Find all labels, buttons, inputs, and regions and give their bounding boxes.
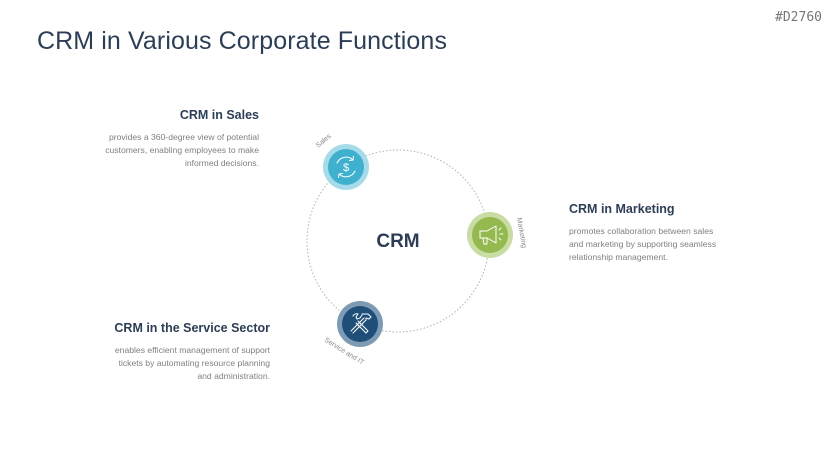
text-line: and marketing by supporting seamless [569,239,717,249]
center-label: CRM [376,231,419,252]
section-marketing: CRM in Marketing promotes collaboration … [569,202,749,264]
dollar-cycle-icon: $ [336,156,356,178]
text-line: promotes collaboration between sales [569,226,714,236]
page-title: CRM in Various Corporate Functions [37,27,448,55]
text-line: and administration. [197,371,270,381]
text-line: enables efficient management of support [114,345,270,355]
node-service: Service and IT [323,301,383,367]
megaphone-icon [479,225,504,245]
text-line: relationship management. [569,252,668,262]
section-sales-heading: CRM in Sales [179,108,259,122]
node-marketing-label: Marketing [515,217,527,249]
section-marketing-heading: CRM in Marketing [569,202,675,216]
section-sales: CRM in Sales provides a 360-degree view … [70,108,259,170]
section-service: CRM in the Service Sector enables effici… [80,321,270,383]
text-line: provides a 360-degree view of potential [108,132,259,142]
svg-text:$: $ [343,162,349,174]
node-sales-label: Sales [315,133,333,150]
slide-code: #D2760 [775,10,822,25]
section-service-heading: CRM in the Service Sector [114,321,270,335]
text-line: informed decisions. [184,158,259,168]
tools-icon [350,313,372,334]
node-marketing: Marketing [467,212,527,258]
node-sales-core [328,149,364,185]
section-sales-text: provides a 360-degree view of potential … [70,131,259,170]
text-line: customers, enabling employees to make [105,145,259,155]
node-sales: $ Sales [315,133,369,190]
node-service-core [342,306,378,342]
section-service-text: enables efficient management of support … [80,344,270,383]
section-marketing-text: promotes collaboration between sales and… [569,225,749,264]
text-line: tickets by automating resource planning [118,358,270,368]
node-marketing-core [472,217,508,253]
